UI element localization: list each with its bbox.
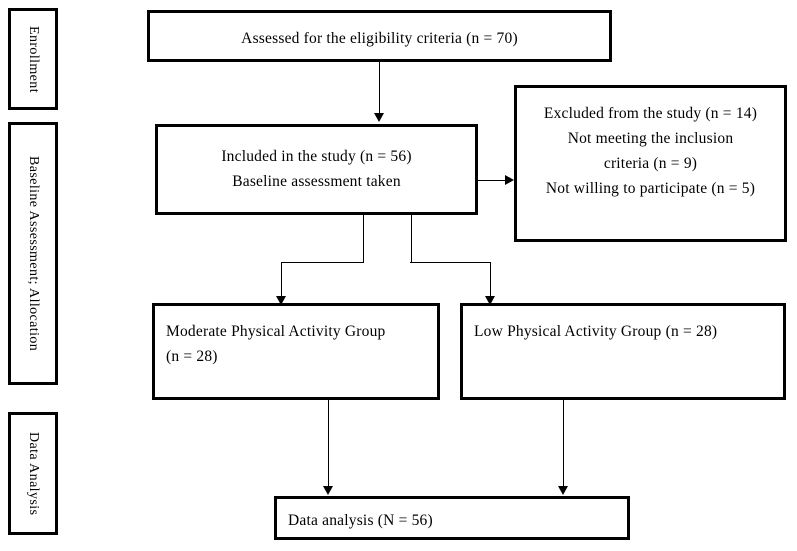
edge-low-to-analysis-arrow [557,486,568,495]
edge-included-to-moderate-arrow [275,296,286,305]
node-included-in-study: Included in the study (n = 56) Baseline … [155,124,478,215]
stage-label-baseline-allocation: Baseline Assessment; Allocation [8,122,58,385]
edge-included-to-excluded-line [478,180,507,181]
stage-label-enrollment-text: Enrollment [26,25,41,93]
node-included-line-1: Included in the study (n = 56) [221,148,412,165]
edge-assessed-to-included-line [379,62,380,114]
edge-included-to-low-arrow [484,296,495,305]
edge-low-to-analysis-line [563,400,564,488]
node-low-group-line-1: Low Physical Activity Group (n = 28) [474,323,718,340]
edge-included-to-moderate-elbow [281,262,364,263]
node-excluded-from-study: Excluded from the study (n = 14) Not mee… [514,85,787,242]
edge-moderate-to-analysis-arrow [322,486,333,495]
stage-label-baseline-allocation-text: Baseline Assessment; Allocation [26,155,41,352]
stage-label-enrollment: Enrollment [8,8,58,110]
edge-included-to-low-elbow [410,262,491,263]
edge-included-to-excluded-arrow [505,174,514,185]
node-data-analysis: Data analysis (N = 56) [274,496,630,540]
edge-included-to-low-stem [411,215,412,263]
node-low-physical-activity-group: Low Physical Activity Group (n = 28) [460,303,786,400]
node-moderate-group-line-1: Moderate Physical Activity Group [166,323,386,340]
stage-label-data-analysis-text: Data Analysis [26,431,41,516]
node-moderate-group-line-2: (n = 28) [166,348,218,365]
node-excluded-line-1: Excluded from the study (n = 14) [543,105,758,122]
node-moderate-physical-activity-group: Moderate Physical Activity Group (n = 28… [152,303,440,400]
edge-included-to-moderate-stem [363,215,364,263]
node-excluded-line-3: criteria (n = 9) [603,155,698,172]
edge-assessed-to-included-arrow [373,113,384,122]
node-included-line-2: Baseline assessment taken [232,173,401,190]
edge-included-to-low-drop [490,262,491,300]
node-assessed-for-eligibility: Assessed for the eligibility criteria (n… [147,10,612,62]
stage-label-data-analysis: Data Analysis [8,412,58,535]
node-assessed-line-1: Assessed for the eligibility criteria (n… [241,30,518,47]
node-excluded-line-2: Not meeting the inclusion [567,130,734,147]
node-data-analysis-line-1: Data analysis (N = 56) [288,512,433,529]
edge-included-to-moderate-drop [281,262,282,300]
edge-moderate-to-analysis-line [328,400,329,488]
node-excluded-line-4: Not willing to participate (n = 5) [545,180,756,197]
